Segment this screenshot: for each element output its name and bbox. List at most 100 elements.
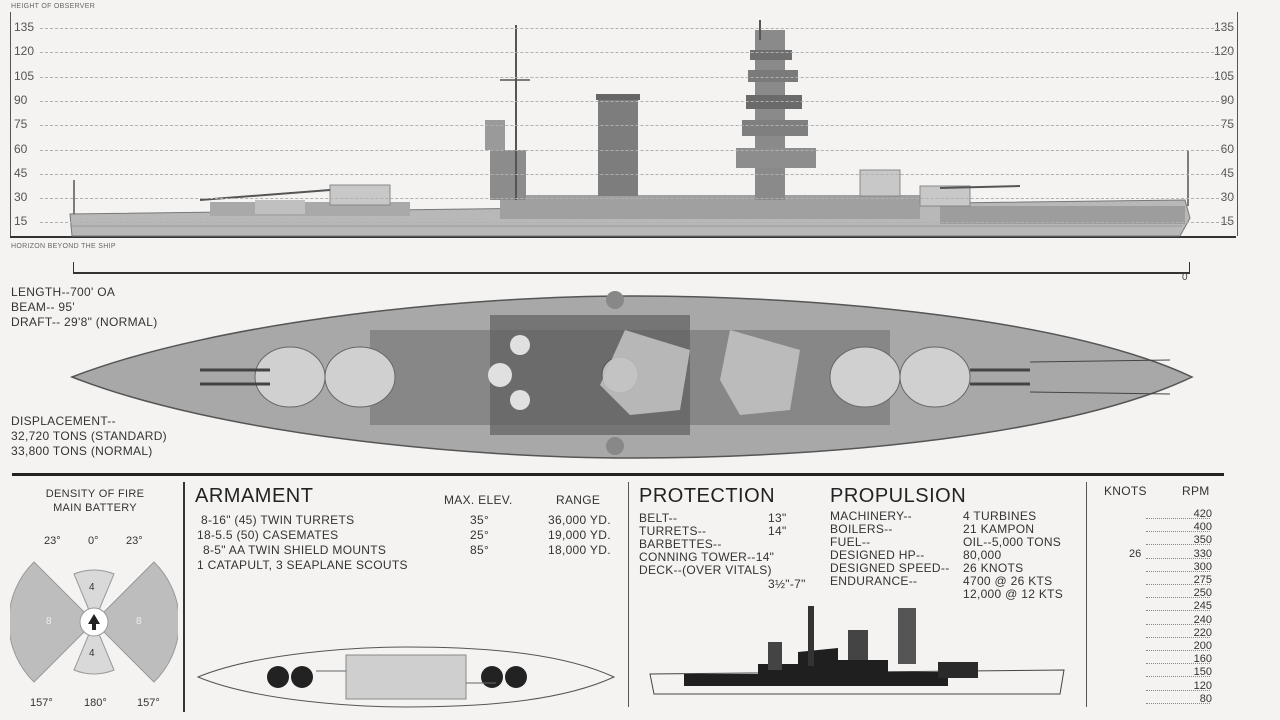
height-gridline xyxy=(40,100,1234,102)
protection-label: TURRETS-- xyxy=(639,524,707,538)
rpm-leader xyxy=(1146,544,1210,546)
propulsion-value: 4700 @ 26 KTS xyxy=(963,574,1053,588)
rpm-leader xyxy=(1146,557,1210,559)
rpm-value: 220 xyxy=(1193,626,1212,639)
height-gridline xyxy=(40,149,1234,151)
knots-marker: 26 xyxy=(1129,548,1142,560)
angle-157-left: 157° xyxy=(30,697,53,709)
rpm-leader xyxy=(1146,518,1210,519)
rpm-value: 200 xyxy=(1193,640,1212,652)
density-title: DENSITY OF FIRE MAIN BATTERY xyxy=(45,488,145,514)
armament-title: ARMAMENT xyxy=(195,485,314,507)
rpm-value: 420 xyxy=(1193,508,1212,520)
rpm-leader xyxy=(1146,676,1210,678)
angle-0: 0° xyxy=(88,535,99,547)
armament-row-desc: 1 CATAPULT, 3 SEAPLANE SCOUTS xyxy=(197,558,408,572)
displacement-normal: 33,800 TONS (NORMAL) xyxy=(11,444,153,458)
height-scale-label: 45 xyxy=(1220,165,1234,180)
armament-elev-header: MAX. ELEV. xyxy=(444,493,513,507)
rpm-leader xyxy=(1146,597,1210,599)
rpm-leader xyxy=(1146,610,1210,612)
height-gridline xyxy=(40,198,1234,200)
propulsion-label: DESIGNED HP-- xyxy=(830,548,925,562)
draft-spec: DRAFT-- 29'8" (NORMAL) xyxy=(11,315,158,329)
height-gridline xyxy=(40,76,1234,78)
divider-1 xyxy=(183,482,185,712)
ship-plan-view xyxy=(70,291,1194,459)
sector-left-value: 8 xyxy=(46,616,52,627)
section-divider xyxy=(12,473,1224,476)
sector-top-value: 4 xyxy=(89,582,95,593)
angle-180: 180° xyxy=(84,697,107,709)
height-scale-label: 120 xyxy=(1213,44,1234,59)
rpm-value: 150 xyxy=(1193,666,1212,679)
profile-frame xyxy=(10,12,1238,236)
rpm-leader xyxy=(1146,531,1210,533)
height-scale-label: 105 xyxy=(14,68,35,83)
rpm-leader xyxy=(1146,584,1210,585)
displacement-label: DISPLACEMENT-- xyxy=(11,414,116,428)
height-scale-label: 120 xyxy=(14,44,35,59)
propulsion-value: OIL--5,000 TONS xyxy=(963,535,1062,549)
rpm-header: RPM xyxy=(1182,484,1210,498)
armament-row-elev: 35° xyxy=(470,513,490,527)
rpm-leader xyxy=(1146,636,1210,638)
beam-spec: BEAM-- 95' xyxy=(11,300,75,314)
height-scale-label: 135 xyxy=(14,20,35,34)
rpm-leader xyxy=(1146,623,1210,625)
divider-2 xyxy=(628,482,629,707)
height-scale-label: 45 xyxy=(14,165,28,180)
rpm-leader xyxy=(1146,570,1210,572)
propulsion-label: BOILERS-- xyxy=(830,522,893,536)
rpm-value: 275 xyxy=(1193,574,1212,586)
rpm-leader xyxy=(1146,663,1210,665)
displacement-standard: 32,720 TONS (STANDARD) xyxy=(11,429,167,443)
propulsion-value: 21 KAMPON xyxy=(963,522,1035,536)
angle-23-right: 23° xyxy=(126,535,143,547)
rpm-leader xyxy=(1146,650,1210,651)
rpm-value: 400 xyxy=(1193,521,1212,534)
propulsion-value: 26 KNOTS xyxy=(963,561,1024,575)
armament-row-elev: 85° xyxy=(470,543,490,557)
height-scale-label: 30 xyxy=(1220,190,1234,205)
armament-ship-plan xyxy=(196,646,616,708)
height-scale-label: 90 xyxy=(14,92,28,107)
propulsion-label: ENDURANCE-- xyxy=(830,574,918,588)
silhouette-side-profile xyxy=(649,606,1065,695)
armament-row-range: 18,000 YD. xyxy=(548,543,611,557)
height-of-observer-label: HEIGHT OF OBSERVER xyxy=(11,3,96,10)
propulsion-label: DESIGNED SPEED-- xyxy=(830,561,950,575)
protection-label: BARBETTES-- xyxy=(639,537,722,551)
horizon-label: HORIZON BEYOND THE SHIP xyxy=(11,243,116,250)
protection-label: DECK--(OVER VITALS) xyxy=(639,563,772,577)
height-scale-label: 90 xyxy=(1220,92,1234,107)
density-top-angles: 23° 0° 23° xyxy=(30,535,160,549)
propulsion-label: FUEL-- xyxy=(830,535,871,549)
height-gridline xyxy=(40,173,1234,175)
rpm-leader xyxy=(1146,702,1210,704)
armament-row-elev: 25° xyxy=(470,528,490,542)
propulsion-value: 4 TURBINES xyxy=(963,509,1037,523)
height-scale-label: 60 xyxy=(14,141,28,156)
protection-label: CONNING TOWER--14" xyxy=(639,550,775,564)
rpm-value: 250 xyxy=(1193,587,1212,600)
protection-title: PROTECTION xyxy=(639,485,776,507)
height-gridline xyxy=(40,222,1234,224)
sector-right-value: 8 xyxy=(136,616,142,627)
knots-header: KNOTS xyxy=(1104,484,1147,498)
armament-row-range: 36,000 YD. xyxy=(548,513,611,527)
angle-157-right: 157° xyxy=(137,697,160,709)
protection-value: 13" xyxy=(768,511,787,525)
length-spec: LENGTH--700' OA xyxy=(11,285,116,299)
density-fire-diagram xyxy=(10,561,178,683)
rpm-value: 350 xyxy=(1193,534,1212,547)
rpm-value: 240 xyxy=(1193,613,1212,626)
rpm-value: 300 xyxy=(1193,560,1212,573)
rpm-value: 330 xyxy=(1193,547,1212,560)
protection-deck-value: 3½"-7" xyxy=(768,577,806,591)
rpm-value: 160 xyxy=(1193,653,1212,666)
propulsion-label: MACHINERY-- xyxy=(830,509,912,523)
height-scale-label: 105 xyxy=(1213,68,1234,83)
propulsion-value: 80,000 xyxy=(963,548,1002,562)
height-scale-label: 15 xyxy=(1220,214,1234,229)
